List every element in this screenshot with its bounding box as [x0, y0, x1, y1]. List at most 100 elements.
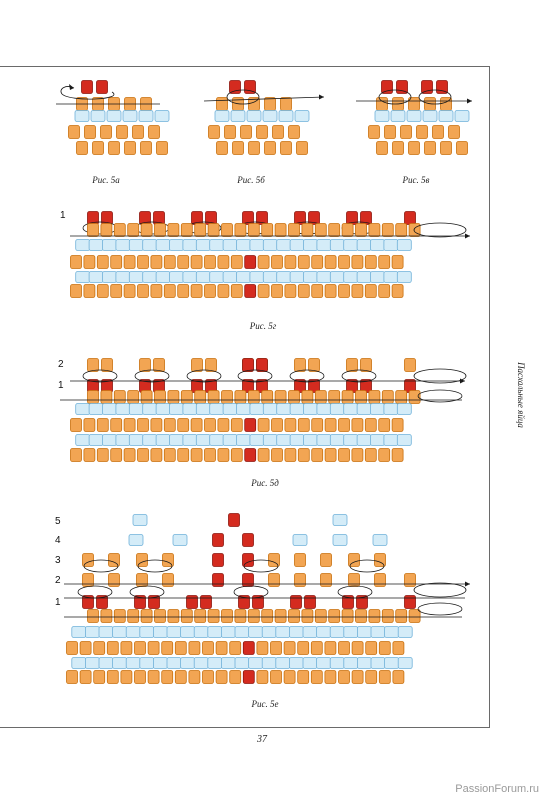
fig5e-blue-bead	[316, 657, 332, 669]
fig5g-orange-bead	[137, 284, 149, 298]
fig5d-orange-bead	[177, 448, 190, 462]
fig5d-orange-bead	[110, 448, 123, 462]
fig5g-blue-bead	[396, 239, 412, 251]
fig5e-blue-bead	[397, 657, 413, 669]
fig5e-row2-bead	[108, 573, 120, 587]
fig5e-blue-bead	[234, 626, 250, 638]
fig5g-orange-bead	[284, 255, 297, 269]
fig5a-blue-bead	[74, 110, 90, 122]
fig5a-orange-bead	[156, 141, 168, 155]
fig5g-upright-bead	[154, 223, 166, 237]
fig5g-blue-bead	[316, 271, 332, 283]
fig5e-orange-bead	[229, 641, 242, 655]
fig5e-upright-bead	[328, 609, 341, 623]
fig5g-blue-bead	[383, 271, 399, 283]
fig5e-upright-bead	[288, 609, 300, 623]
fig5g-row1-bead	[294, 211, 306, 225]
fig5e-row1-bead	[238, 595, 250, 609]
fig5e-orange-bead	[134, 641, 146, 655]
fig5b-orange-bead	[296, 141, 308, 155]
fig5e-row1-bead	[356, 595, 368, 609]
fig5d-blue-bead	[316, 403, 332, 415]
fig5e-upright-bead	[221, 609, 233, 623]
fig5d-orange-bead	[311, 448, 324, 462]
fig5d-upright-bead	[368, 390, 381, 404]
fig5e-loop	[243, 559, 279, 573]
fig5e-row2-bead	[268, 573, 280, 587]
fig5e-upright-bead	[261, 609, 274, 623]
fig5b-orange-bead	[208, 125, 220, 139]
fig5g-orange-bead	[83, 255, 96, 269]
fig5e-upright-bead	[381, 609, 394, 623]
fig5d-blue-bead	[303, 434, 318, 446]
fig5g-blue-bead	[289, 239, 305, 251]
fig5d-row2-bead	[346, 358, 358, 372]
fig5g-orange-bead	[378, 284, 391, 298]
fig5d-blue-bead	[169, 434, 184, 446]
fig5g-orange-bead	[70, 255, 82, 269]
fig5d-orange-bead	[96, 448, 109, 462]
fig5e-orange-bead	[106, 670, 119, 684]
fig5g-blue-bead	[356, 239, 372, 251]
fig5e-loop	[233, 585, 269, 599]
fig5b-orange-bead	[288, 125, 300, 139]
fig5d-upright-bead	[87, 390, 99, 404]
fig5d-blue-bead	[102, 434, 117, 446]
fig5a-orange-bead	[76, 141, 88, 155]
watermark: PassionForum.ru	[455, 783, 539, 795]
fig5g-upright-bead	[87, 223, 99, 237]
fig5d-orange-bead	[338, 418, 350, 432]
fig5g-orange-bead	[110, 255, 123, 269]
fig5g-blue-bead	[329, 239, 345, 251]
fig5g-orange-bead	[204, 255, 216, 269]
fig5b-orange-bead	[232, 141, 244, 155]
fig5e-row3-bead	[212, 553, 224, 567]
fig5d-upright-bead	[261, 390, 274, 404]
fig5d-blue-bead	[195, 434, 211, 446]
fig5e-upright-bead	[207, 609, 220, 623]
fig5e-orange-bead	[256, 670, 269, 684]
fig5v-blue-bead	[390, 110, 406, 122]
fig5e-orange-bead	[66, 670, 78, 684]
fig5g-blue-bead	[102, 239, 117, 251]
fig5g-orange-bead	[271, 284, 283, 298]
fig5e-upright-bead	[100, 609, 113, 623]
fig5e-blue-bead	[329, 657, 345, 669]
fig5e-blue-bead	[85, 626, 100, 638]
fig5g-upright-bead	[167, 223, 180, 237]
fig5d-row2-bead	[256, 358, 268, 372]
fig5g-blue-bead	[249, 271, 265, 283]
fig5d-blue-bead	[182, 403, 198, 415]
fig5g-blue-bead	[169, 239, 184, 251]
fig5g-orange-bead	[338, 255, 350, 269]
fig5g-upright-bead	[355, 223, 367, 237]
fig5d-blue-bead	[75, 434, 91, 446]
fig5d-orange-bead	[70, 418, 82, 432]
fig5e-orange-bead	[338, 641, 350, 655]
fig5e-orange-bead	[161, 641, 174, 655]
fig5e-orange-bead	[188, 641, 201, 655]
fig5d-row1-loop	[186, 369, 222, 383]
fig5g-orange-bead	[284, 284, 297, 298]
fig5d-orange-bead	[284, 448, 297, 462]
fig5g-blue-bead	[182, 239, 198, 251]
fig5d-upright-bead	[221, 390, 233, 404]
fig5g-thread-arrowhead	[465, 233, 470, 239]
fig5g-orange-bead	[96, 284, 109, 298]
fig5e-blue-bead	[248, 626, 264, 638]
fig5v-orange-bead	[432, 125, 444, 139]
fig5e-row2-bead	[320, 573, 332, 587]
fig5d-upright-bead	[100, 390, 113, 404]
fig5g-orange-bead	[364, 284, 377, 298]
fig5g-upright-bead	[314, 223, 327, 237]
fig5d-orange-bead	[190, 418, 203, 432]
fig5e-blue-bead	[329, 626, 345, 638]
fig5b-blue-bead	[230, 110, 246, 122]
fig5d-blue-bead	[289, 403, 305, 415]
fig5b-thread-arrowhead	[319, 94, 324, 100]
figure-caption-5v: Рис. 5в	[402, 175, 430, 185]
fig5d-blue-bead	[128, 434, 144, 446]
fig5d-orange-bead	[137, 448, 149, 462]
fig5e-orange-bead	[161, 670, 174, 684]
fig5g-upright-bead	[341, 223, 354, 237]
